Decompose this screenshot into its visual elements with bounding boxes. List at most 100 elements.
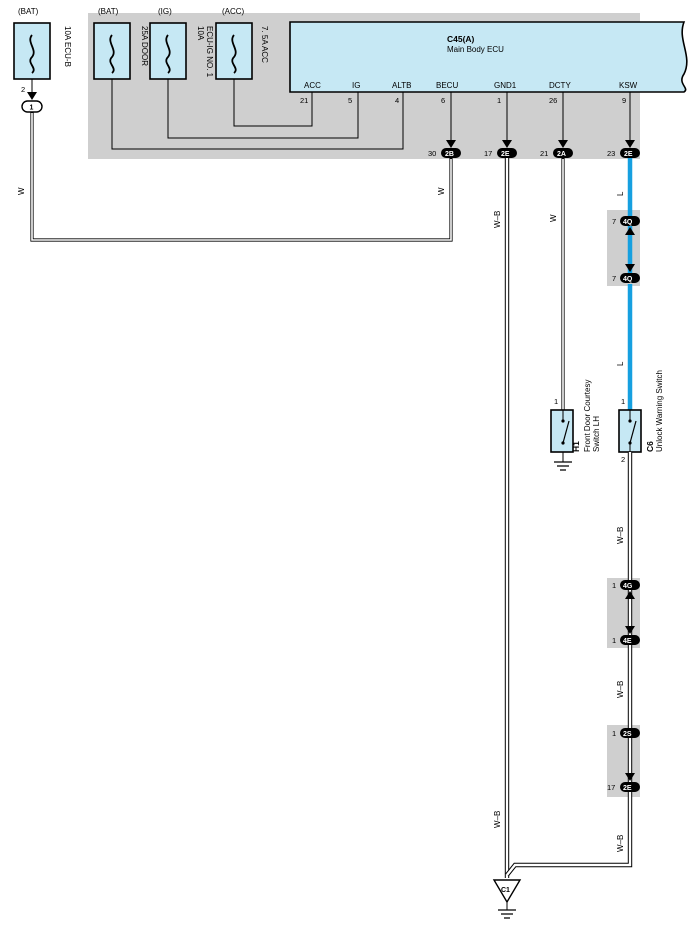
ecu-terminal-gnd1: GND1 xyxy=(494,81,517,90)
ground-c1: C1 xyxy=(492,879,522,919)
connector-2s: 2S 1 xyxy=(612,728,640,738)
connector-4q-upper: 4Q 7 xyxy=(612,216,640,226)
ecu-terminal-ksw: KSW xyxy=(619,81,638,90)
connector-2e-lower: 2E 17 xyxy=(607,782,640,792)
supply-acc: (ACC) xyxy=(222,7,245,16)
ecu-pin-acc: 21 xyxy=(300,96,308,105)
switch-h1: 1 H1 Front Door Courtesy Switch LH xyxy=(550,380,601,471)
arrow-4g-up xyxy=(625,591,635,599)
fuse-icon xyxy=(29,34,35,74)
ground-id: C1 xyxy=(501,887,510,894)
ecu-terminal-ig: IG xyxy=(352,81,360,90)
switch-c6-pin-bottom: 2 xyxy=(621,455,625,464)
junction-ecu-b: 1 xyxy=(21,100,43,113)
connector-ksw-2e: 2E 23 xyxy=(607,148,640,158)
connector-dcty-2a: 2A 21 xyxy=(540,148,573,158)
ecu-pin-dcty: 26 xyxy=(549,96,557,105)
ecu-terminal-altb: ALTB xyxy=(392,81,411,90)
arrow-becu xyxy=(446,140,456,148)
wire-wb-c6-inner xyxy=(506,452,632,876)
connector-id: 4E xyxy=(623,638,632,645)
wire-acc-supply xyxy=(233,79,313,127)
arrow-2s-down xyxy=(625,773,635,781)
connector-pin: 17 xyxy=(484,149,492,158)
arrow-4q-down xyxy=(625,264,635,272)
connector-id: 4G xyxy=(623,583,633,590)
fuse-icon xyxy=(109,34,115,74)
connector-pin: 23 xyxy=(607,149,615,158)
connector-pin: 30 xyxy=(428,149,436,158)
switch-h1-pin: 1 xyxy=(554,397,558,406)
arrow-gnd1 xyxy=(502,140,512,148)
arrow-4e-down xyxy=(625,626,635,634)
wire-color-wb4: W–B xyxy=(616,835,625,852)
wire-color-wb3: W–B xyxy=(616,681,625,698)
fuse-door-label: 25A DOOR xyxy=(140,26,149,66)
wire-altb-supply xyxy=(111,79,404,150)
connector-id: 2A xyxy=(557,151,566,158)
ecu-pin-gnd1: 1 xyxy=(497,96,501,105)
switch-contact-icon xyxy=(629,420,637,444)
wire-color-l2: L xyxy=(616,361,625,366)
connector-gnd1-2e: 2E 17 xyxy=(484,148,517,158)
switch-c6-pin-top: 1 xyxy=(621,397,625,406)
fuse-ecu-b: 10A ECU-B xyxy=(13,22,72,80)
switch-contact-icon xyxy=(562,420,570,444)
wire-wb-c6 xyxy=(505,452,633,877)
fuse-door: 25A DOOR xyxy=(93,22,149,80)
wire-color-wb5: W–B xyxy=(493,811,502,828)
ecu-terminal-becu: BECU xyxy=(436,81,458,90)
ecu-code: C45(A) xyxy=(447,34,475,44)
wire-color-w2: W xyxy=(437,187,446,195)
ground-icon xyxy=(498,909,516,919)
wire-color-wb2: W–B xyxy=(616,527,625,544)
connector-pin: 1 xyxy=(612,581,616,590)
connector-pin: 17 xyxy=(607,783,615,792)
ecu-pin-ig: 5 xyxy=(348,96,352,105)
ecu-name: Main Body ECU xyxy=(447,45,504,54)
arrow-ksw xyxy=(625,140,635,148)
connector-4g: 4G 1 xyxy=(612,580,640,590)
fuse-icon xyxy=(231,34,237,74)
connector-id: 4Q xyxy=(623,219,633,226)
ecu-pin-becu: 6 xyxy=(441,96,445,105)
arrow-dcty xyxy=(558,140,568,148)
ecu-terminal-acc: ACC xyxy=(304,81,321,90)
fuse-ecu-ig-name: ECU-IG NO. 1 xyxy=(205,26,214,78)
ecu-pin-altb: 4 xyxy=(395,96,399,105)
ecu-terminal-dcty: DCTY xyxy=(549,81,571,90)
supply-ig: (IG) xyxy=(158,7,172,16)
connector-pin: 7 xyxy=(612,217,616,226)
switch-c6-name: Unlock Warning Switch xyxy=(655,370,664,452)
connector-pin: 1 xyxy=(612,636,616,645)
connector-id: 2E xyxy=(623,785,632,792)
supply-bat-2: (BAT) xyxy=(98,7,119,16)
connector-id: 2S xyxy=(623,731,632,738)
connector-becu-2b: 2B 30 xyxy=(428,148,461,158)
fuse-icon xyxy=(165,34,171,74)
fuse-ecu-b-label: 10A ECU-B xyxy=(63,26,72,67)
switch-h1-code: H1 xyxy=(571,441,581,452)
connector-4e: 4E 1 xyxy=(612,635,640,645)
wire-ig-supply xyxy=(167,79,359,139)
connector-4q-lower: 4Q 7 xyxy=(612,273,640,283)
fuse-acc-label: 7. 5A ACC xyxy=(260,26,269,63)
arrow-4q-up xyxy=(625,227,635,235)
switch-c6-code: C6 xyxy=(645,441,655,452)
wire-color-w3: W xyxy=(549,214,558,222)
wire-color-wb1: W–B xyxy=(493,211,502,228)
wire-color-l1: L xyxy=(616,191,625,196)
wire-w-becu-inner xyxy=(31,113,452,241)
arrow-ecu-b xyxy=(27,92,37,100)
switch-h1-line1: Front Door Courtesy xyxy=(583,380,592,452)
connector-id: 2E xyxy=(501,151,510,158)
connector-id: 4Q xyxy=(623,276,633,283)
switch-c6: 1 2 C6 Unlock Warning Switch xyxy=(618,370,664,464)
junction-id: 1 xyxy=(30,105,34,112)
main-body-ecu: C45(A) Main Body ECU ACC IG ALTB BECU GN… xyxy=(289,21,688,105)
connector-id: 2B xyxy=(445,151,454,158)
fuse-ecu-ig-amp: 10A xyxy=(196,26,205,41)
connector-pin: 21 xyxy=(540,149,548,158)
connector-pin: 7 xyxy=(612,274,616,283)
